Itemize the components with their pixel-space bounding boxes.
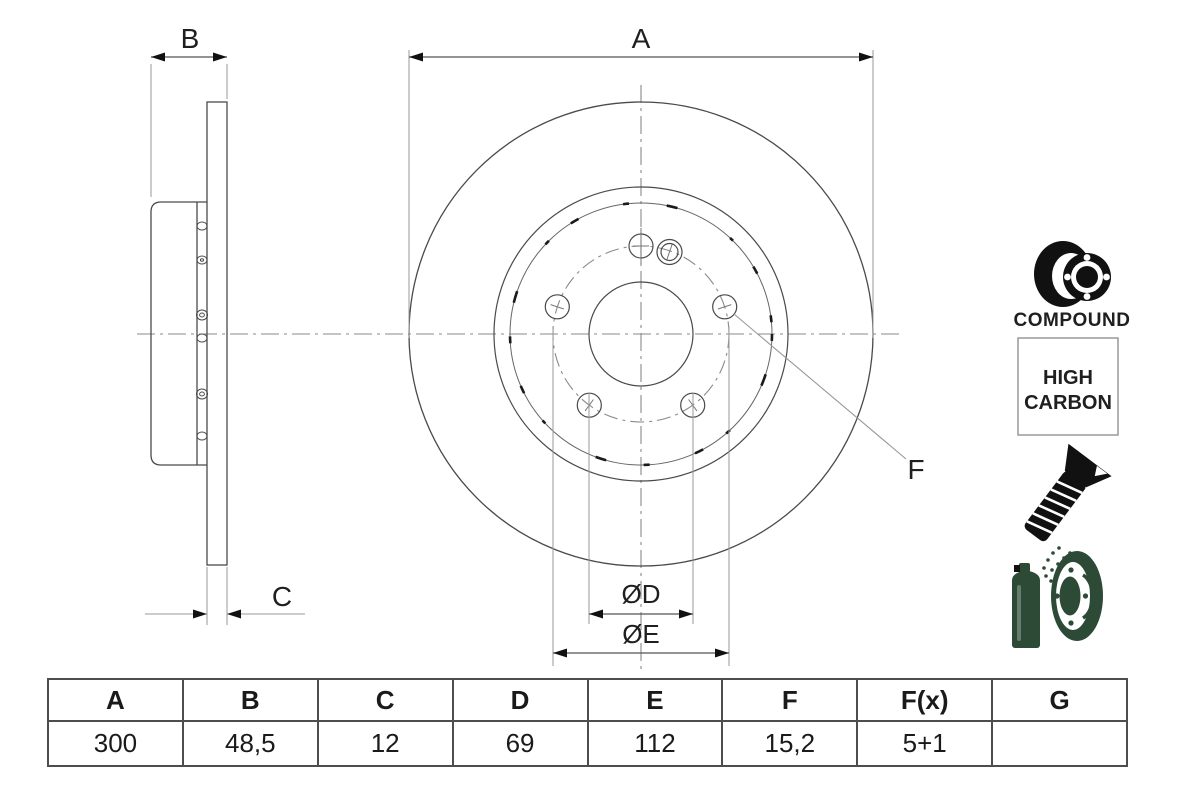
screw-icon — [1024, 443, 1112, 542]
dimension-e-label: ØE — [622, 619, 660, 649]
center-bore-circle — [588, 281, 694, 387]
arrowhead — [213, 52, 227, 62]
spec-header-d: D — [451, 678, 589, 722]
arrowhead — [679, 609, 693, 619]
high-carbon-line1: HIGH — [1043, 367, 1093, 389]
high-carbon-badge: HIGH CARBON — [1017, 337, 1119, 436]
arrowhead — [151, 52, 165, 62]
spec-header-e: E — [586, 678, 724, 722]
arrowhead — [715, 648, 729, 658]
spec-value-fx: 5+1 — [856, 720, 994, 767]
dimension-d-label: ØD — [622, 579, 661, 609]
disc-plate-section — [206, 101, 228, 566]
spec-value-b: 48,5 — [181, 720, 319, 767]
arrowhead — [409, 52, 423, 62]
dimension-c-label: C — [272, 581, 292, 612]
dimension-a-label: A — [632, 23, 651, 54]
side-view-hole-marks — [196, 221, 208, 441]
arrowhead — [589, 609, 603, 619]
spec-table-value-row: 300 48,5 12 69 112 15,2 5+1 — [47, 720, 1128, 767]
dimension-d: ØD — [588, 393, 694, 624]
centerlines — [137, 85, 904, 672]
friction-surface-inner-circle — [493, 186, 789, 482]
compound-label: COMPOUND — [1014, 310, 1131, 331]
spec-table-header-row: A B C D E F F(x) G — [47, 678, 1128, 722]
set-screw-hole-inner — [660, 242, 679, 262]
dimension-e: ØE — [552, 326, 730, 666]
arrowhead — [859, 52, 873, 62]
arrowhead — [193, 609, 207, 619]
side-view — [150, 101, 228, 566]
spec-header-a: A — [47, 678, 184, 722]
spec-value-c: 12 — [316, 720, 454, 767]
dimension-b-label: B — [181, 23, 200, 54]
set-screw-hole-outer — [656, 238, 683, 266]
spec-header-g: G — [991, 678, 1128, 722]
spec-header-f: F — [721, 678, 859, 722]
bolt-hole-upper-left — [544, 294, 570, 320]
screw-slot-notch — [1094, 465, 1108, 477]
dimension-f-label: F — [907, 454, 924, 485]
spec-header-c: C — [316, 678, 454, 722]
spec-value-a: 300 — [47, 720, 184, 767]
high-carbon-line2: CARBON — [1024, 392, 1112, 414]
hat-flange-section — [150, 201, 207, 466]
spec-value-f: 15,2 — [721, 720, 859, 767]
spec-header-b: B — [181, 678, 319, 722]
dimension-f: F — [733, 313, 925, 485]
arrowhead — [553, 648, 567, 658]
spec-header-fx: F(x) — [856, 678, 994, 722]
spec-value-d: 69 — [451, 720, 589, 767]
dimension-b: B — [150, 23, 228, 197]
spec-value-g — [991, 720, 1128, 767]
dimension-a: A — [408, 23, 874, 338]
compound-icon — [1034, 241, 1111, 307]
bolt-hole-upper-right — [712, 294, 738, 320]
spray-icon — [1012, 546, 1103, 648]
dimension-c: C — [145, 567, 305, 625]
arrowhead — [227, 609, 241, 619]
hat-rim-rough-edge — [508, 201, 774, 467]
spec-table: A B C D E F F(x) G 300 48,5 12 69 112 15… — [47, 678, 1128, 767]
drawing-svg: A B C ØD — [137, 23, 1131, 672]
f-leader-line — [733, 313, 907, 460]
spec-value-e: 112 — [586, 720, 724, 767]
